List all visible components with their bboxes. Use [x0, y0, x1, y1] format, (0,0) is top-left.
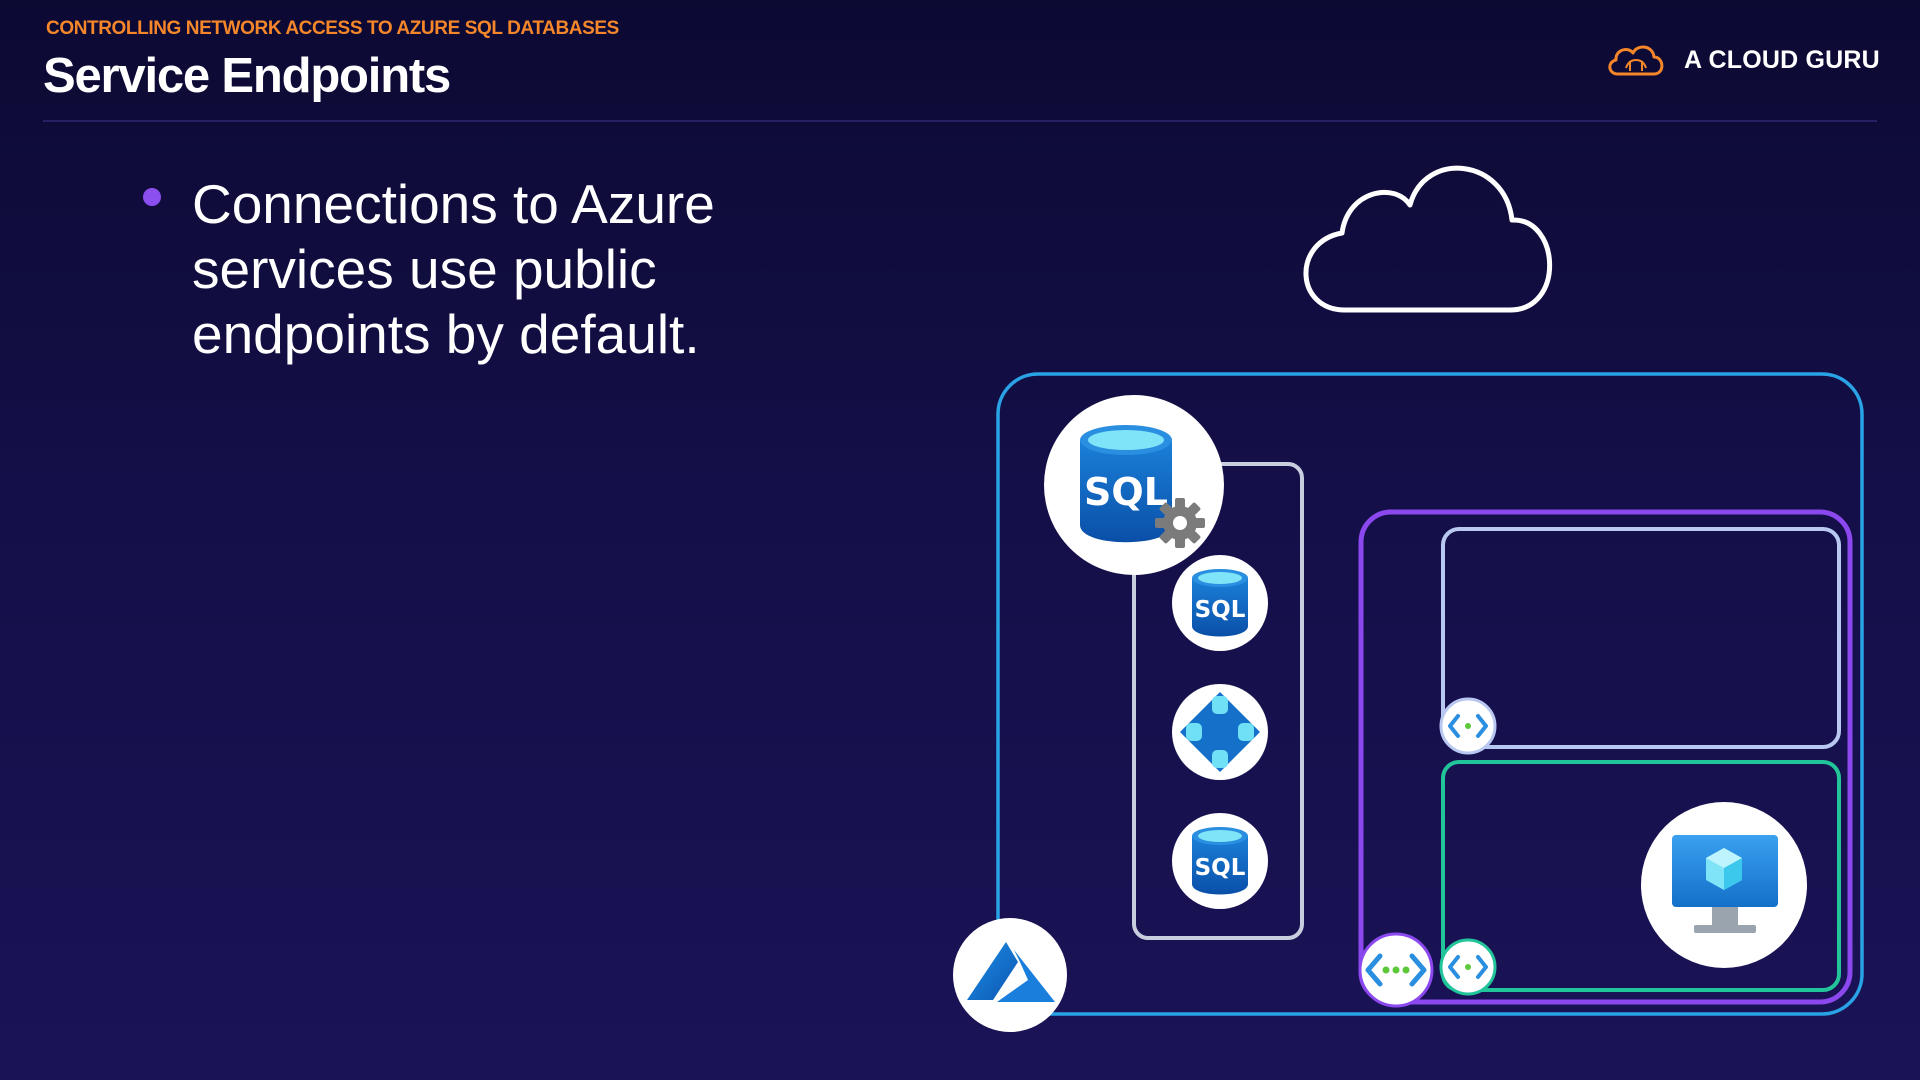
- bullet-text: Connections to Azure services use public…: [192, 173, 715, 365]
- virtual-network-boundary: [1358, 509, 1853, 1005]
- sql-database-icon: SQL: [1172, 555, 1268, 651]
- sql-server-label: SQL: [1084, 470, 1168, 514]
- virtual-machine-icon: [1641, 802, 1807, 968]
- sql-database-label: SQL: [1195, 855, 1246, 881]
- azure-logo-icon: [953, 918, 1067, 1032]
- sql-database-label: SQL: [1195, 597, 1246, 623]
- subnet-two-boundary: [1441, 760, 1841, 992]
- azure-boundary: [996, 372, 1864, 1016]
- slide-title: Service Endpoints: [43, 49, 451, 103]
- bullet-marker: [143, 188, 161, 206]
- sql-server-icon: SQL: [1044, 395, 1224, 575]
- brand-name: A CLOUD GURU: [1684, 45, 1880, 74]
- gear-icon: [1155, 498, 1205, 548]
- cloud-guru-logo-icon: [1608, 45, 1664, 76]
- section-kicker: CONTROLLING NETWORK ACCESS TO AZURE SQL …: [46, 18, 619, 39]
- virtual-network-icon: [1358, 932, 1434, 1008]
- subnet-one-boundary: [1441, 527, 1841, 749]
- subnet-icon: [1439, 697, 1497, 755]
- elastic-pool-icon: [1172, 684, 1268, 780]
- header-divider: [43, 120, 1877, 122]
- subnet-icon: [1439, 938, 1497, 996]
- sql-database-icon: SQL: [1172, 813, 1268, 909]
- brand: A CLOUD GURU: [1604, 36, 1880, 84]
- internet-cloud-icon: [1303, 165, 1553, 313]
